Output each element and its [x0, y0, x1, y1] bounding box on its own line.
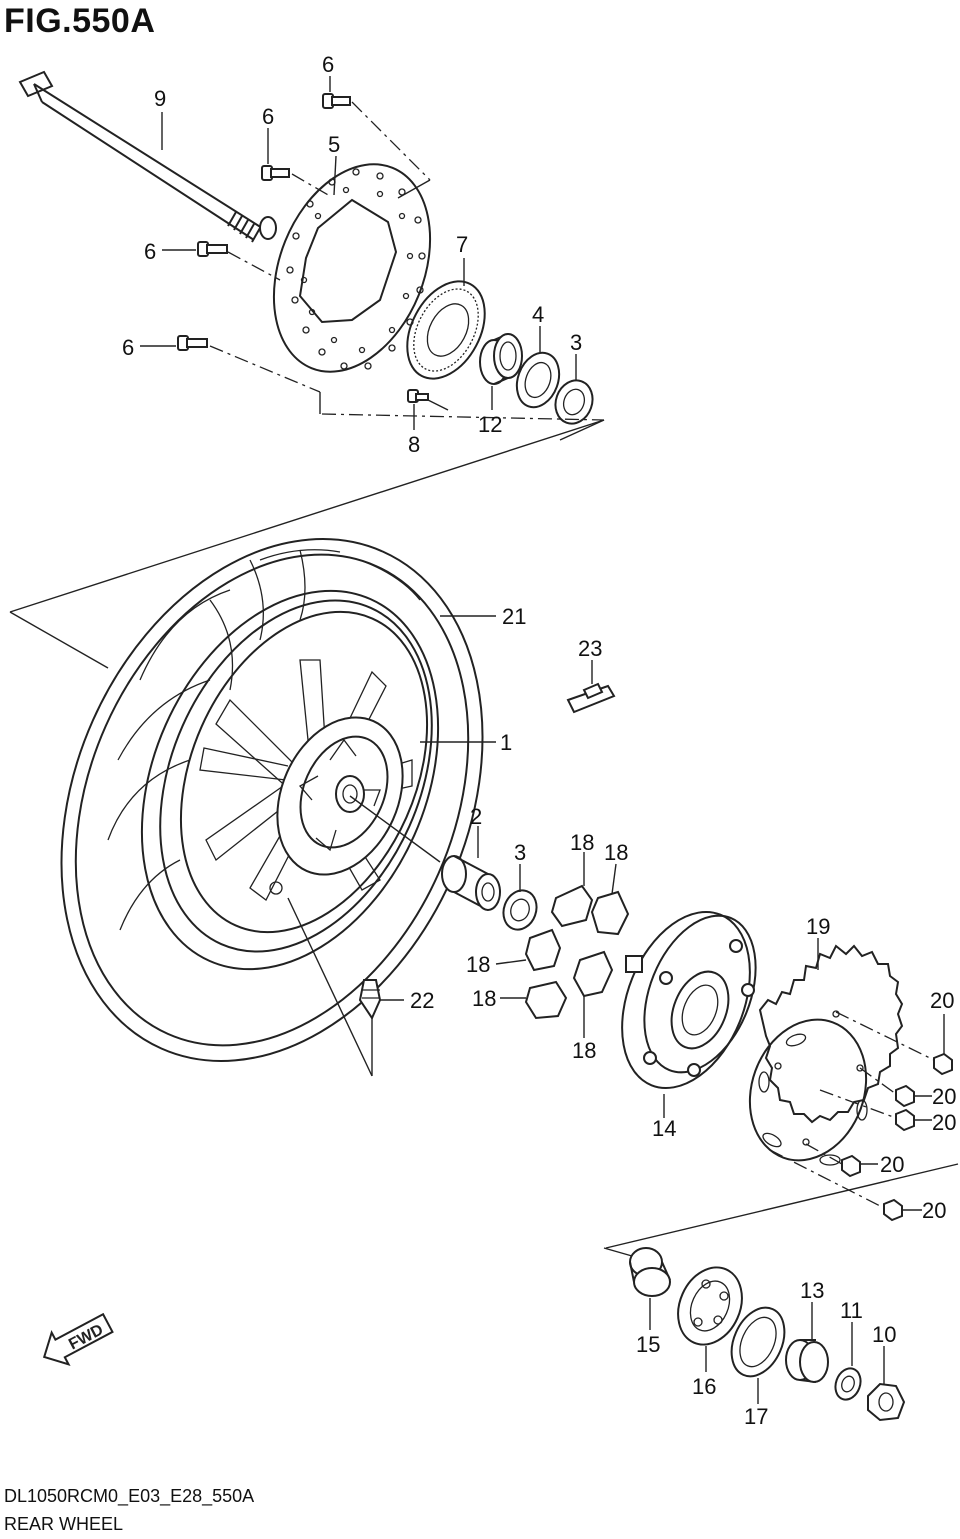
callout-6-middle: 6: [144, 239, 156, 264]
sprocket-drum: [621, 910, 757, 1118]
callout-5: 5: [328, 132, 340, 157]
callout-20-d: 20: [880, 1152, 904, 1177]
disc-bolts: [140, 76, 431, 414]
callout-3-top: 3: [570, 330, 582, 355]
hub-dampers: [495, 852, 630, 1038]
callout-18-d: 18: [472, 986, 496, 1011]
callout-16: 16: [692, 1374, 716, 1399]
disc-bolt-upper: [261, 128, 290, 181]
callout-labels: 1 2 3 3 4 5 6 6 6 6 7 8 9 10 11 12 13 14…: [122, 52, 956, 1429]
callout-21: 21: [502, 604, 526, 629]
part-name: REAR WHEEL: [4, 1514, 124, 1534]
spacer-13: [785, 1302, 829, 1383]
callout-6-upper: 6: [262, 104, 274, 129]
callout-18-a: 18: [570, 830, 594, 855]
bearing-16: [677, 1266, 743, 1372]
callout-20-a: 20: [930, 988, 954, 1013]
assembly-bracket-lines: [9, 419, 605, 1077]
callout-3-middle: 3: [514, 840, 526, 865]
callout-18-b: 18: [604, 840, 628, 865]
callout-11: 11: [840, 1298, 863, 1323]
callout-23: 23: [578, 636, 602, 661]
abs-sensor-ring: [406, 258, 486, 380]
callout-19: 19: [806, 914, 830, 939]
callout-9: 9: [154, 86, 166, 111]
oil-seal-17: [730, 1306, 786, 1404]
callout-1: 1: [500, 730, 512, 755]
callout-18-e: 18: [572, 1038, 596, 1063]
sensor-screw: [407, 389, 449, 430]
balancer-weight: [566, 660, 616, 714]
fwd-arrow: FWD: [42, 1312, 114, 1367]
callout-15: 15: [636, 1332, 660, 1357]
callout-6-top: 6: [322, 52, 334, 77]
callout-8: 8: [408, 432, 420, 457]
washer-11: [834, 1322, 862, 1401]
model-code: DL1050RCM0_E03_E28_550A: [4, 1486, 255, 1506]
callout-6-lower: 6: [122, 335, 134, 360]
callout-22: 22: [410, 988, 434, 1013]
callout-7: 7: [456, 232, 468, 257]
bearing-3-middle: [502, 864, 538, 931]
disc-holes: [286, 168, 426, 370]
spacer-12: [479, 333, 523, 410]
callout-20-c: 20: [932, 1110, 956, 1135]
callout-20-e: 20: [922, 1198, 946, 1223]
disc-bolt-middle: [162, 241, 228, 257]
sprocket-nuts: [605, 1011, 959, 1249]
collar-2: [441, 826, 501, 911]
callout-10: 10: [872, 1322, 896, 1347]
rear-sprocket: [748, 938, 904, 1166]
tire-valve: [358, 979, 404, 1021]
axle-shaft: [18, 70, 277, 243]
callout-20-b: 20: [932, 1084, 956, 1109]
callout-18-c: 18: [466, 952, 490, 977]
callout-14: 14: [652, 1116, 676, 1141]
oil-seal-4: [515, 326, 561, 409]
bearing-3-top: [321, 354, 605, 441]
collar-15: [603, 1247, 671, 1330]
callout-17: 17: [744, 1404, 768, 1429]
brake-disc: [272, 155, 432, 373]
callout-2: 2: [470, 804, 482, 829]
callout-13: 13: [800, 1278, 824, 1303]
figure-title: FIG.550A: [4, 2, 156, 40]
callout-12: 12: [478, 412, 502, 437]
axle-nut-10: [867, 1346, 906, 1422]
callout-4: 4: [532, 302, 544, 327]
disc-bolt-top: [322, 76, 351, 109]
disc-bolt-lower: [140, 335, 208, 351]
rear-wheel: [60, 538, 496, 1062]
